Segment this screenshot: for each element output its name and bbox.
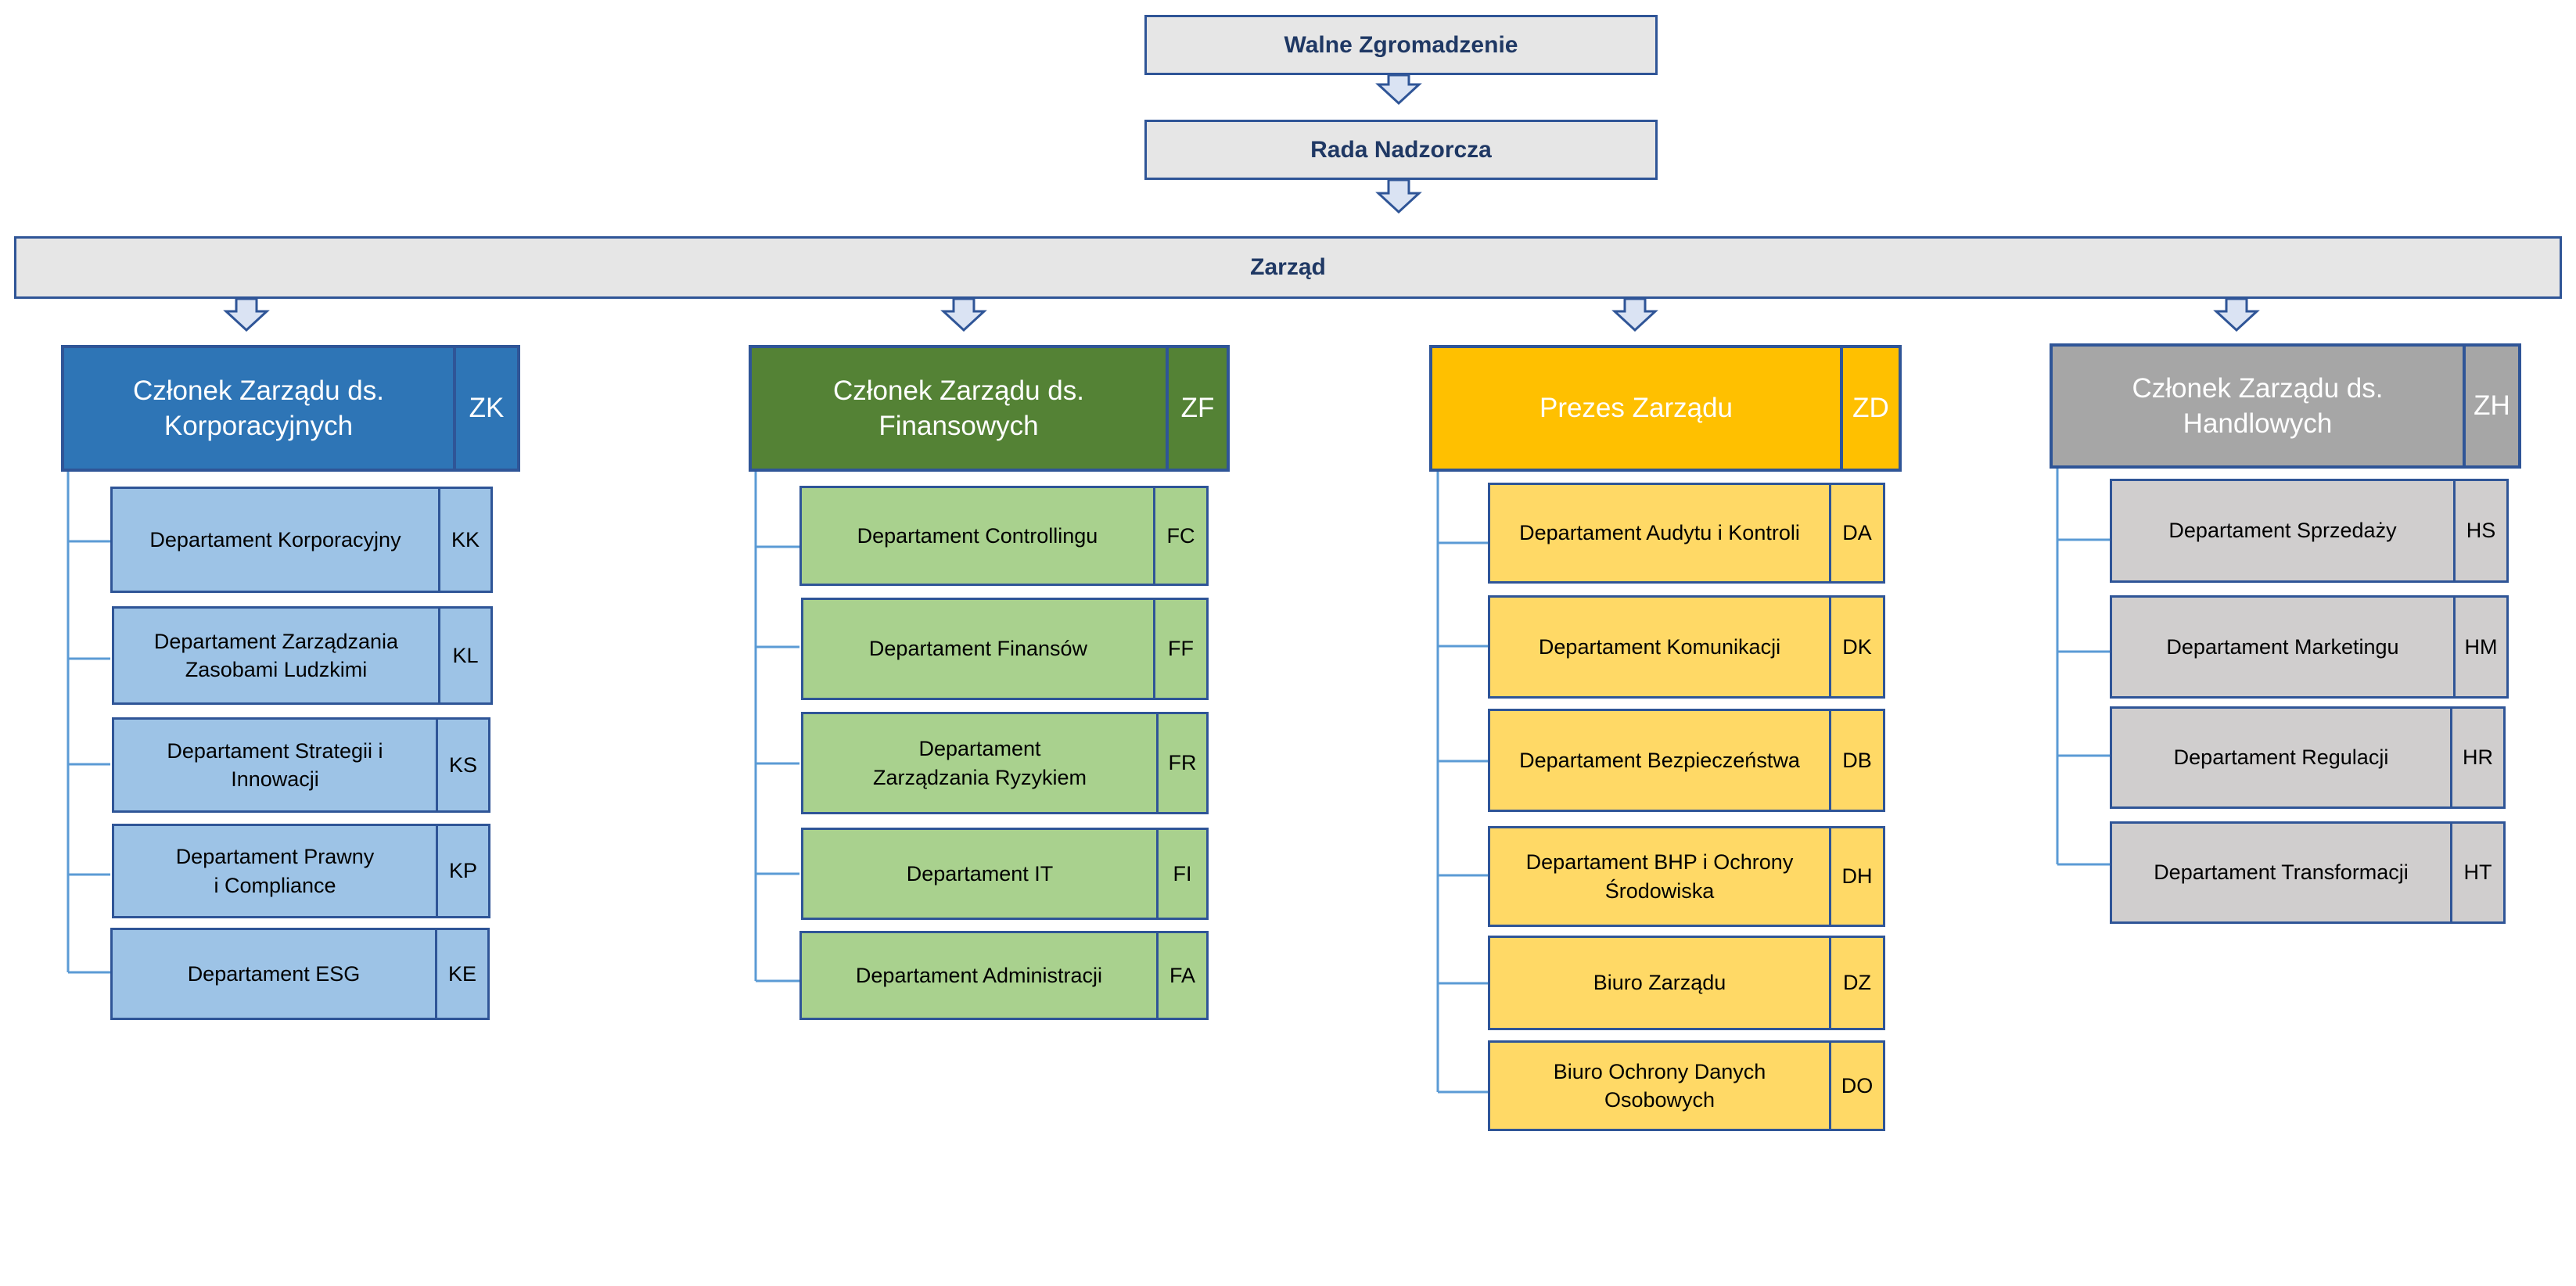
arrow-down-icon: [1611, 297, 1658, 332]
dept-code: DB: [1829, 711, 1883, 810]
dept-code: KL: [438, 609, 490, 702]
dept-label: Departament BHP i Ochrony Środowiska: [1525, 850, 1794, 903]
dept-sales-hs: Departament Sprzedaży HS: [2110, 479, 2509, 583]
dept-code: FA: [1156, 933, 1206, 1018]
dept-label: Departament Regulacji: [2173, 745, 2389, 770]
arrow-down-icon: [2213, 297, 2260, 332]
president-head-code: ZD: [1840, 348, 1899, 469]
dept-finance-fi: Departament IT FI: [801, 828, 1209, 920]
dept-label: Departament IT: [906, 861, 1054, 885]
dept-label: Departament Finansów: [868, 637, 1088, 661]
dept-label: Departament Controllingu: [857, 523, 1098, 548]
dept-label: Departament Sprzedaży: [2168, 519, 2397, 543]
dept-label: Departament Zarządzania Zasobami Ludzkim…: [153, 629, 399, 681]
dept-label: Departament Marketingu: [2166, 634, 2399, 659]
dept-sales-ht: Departament Transformacji HT: [2110, 821, 2506, 924]
president-head-box: Prezes Zarządu ZD: [1429, 345, 1902, 472]
finance-head-box: Członek Zarządu ds. Finansowych ZF: [749, 345, 1230, 472]
president-head-label: Prezes Zarządu: [1539, 393, 1734, 424]
dept-label: Biuro Ochrony Danych Osobowych: [1553, 1059, 1766, 1112]
sales-head-box: Członek Zarządu ds. Handlowych ZH: [2050, 343, 2521, 469]
sales-head-code: ZH: [2463, 347, 2518, 465]
dept-finance-fr: Departament Zarządzania Ryzykiem FR: [801, 712, 1209, 814]
finance-head-code: ZF: [1166, 348, 1227, 469]
dept-president-dk: Departament Komunikacji DK: [1488, 595, 1885, 699]
dept-label: Biuro Zarządu: [1593, 971, 1726, 995]
dept-president-dz: Biuro Zarządu DZ: [1488, 936, 1885, 1030]
dept-code: FI: [1156, 830, 1206, 918]
dept-code: DO: [1829, 1043, 1883, 1129]
supervisory-board-label: Rada Nadzorcza: [1310, 136, 1492, 163]
dept-finance-ff: Departament Finansów FF: [801, 598, 1209, 700]
dept-sales-hm: Departament Marketingu HM: [2110, 595, 2509, 699]
dept-president-da: Departament Audytu i Kontroli DA: [1488, 483, 1885, 584]
management-board-box: Zarząd: [14, 236, 2562, 299]
dept-president-dh: Departament BHP i Ochrony Środowiska DH: [1488, 826, 1885, 927]
arrow-down-icon: [1375, 74, 1422, 106]
dept-code: KK: [438, 489, 490, 591]
corporate-head-code: ZK: [453, 348, 517, 469]
supervisory-board-box: Rada Nadzorcza: [1144, 120, 1658, 180]
dept-code: FF: [1153, 600, 1206, 698]
dept-code: DZ: [1829, 938, 1883, 1028]
hierarchy-arrows: [223, 74, 2260, 332]
dept-code: KS: [436, 720, 488, 810]
dept-label: Departament Bezpieczeństwa: [1519, 748, 1800, 772]
dept-label: Departament Strategii i Innowacji: [167, 738, 383, 791]
corporate-head-box: Członek Zarządu ds. Korporacyjnych ZK: [61, 345, 520, 472]
dept-president-db: Departament Bezpieczeństwa DB: [1488, 709, 1885, 812]
dept-code: KE: [435, 930, 487, 1018]
dept-sales-hr: Departament Regulacji HR: [2110, 706, 2506, 809]
dept-corporate-kk: Departament Korporacyjny KK: [110, 487, 493, 593]
management-board-label: Zarząd: [1250, 254, 1326, 280]
dept-code: DA: [1829, 485, 1883, 581]
dept-corporate-ke: Departament ESG KE: [110, 928, 490, 1020]
general-assembly-box: Walne Zgromadzenie: [1144, 15, 1658, 75]
dept-code: DH: [1829, 828, 1883, 925]
dept-code: HS: [2453, 481, 2506, 580]
arrow-down-icon: [223, 297, 270, 332]
dept-code: HT: [2450, 824, 2503, 921]
dept-label: Departament ESG: [187, 961, 361, 986]
dept-code: FC: [1153, 488, 1206, 584]
dept-corporate-kp: Departament Prawny i Compliance KP: [112, 824, 490, 918]
dept-code: DK: [1829, 598, 1883, 696]
dept-finance-fc: Departament Controllingu FC: [799, 486, 1209, 586]
dept-code: FR: [1156, 714, 1206, 812]
general-assembly-label: Walne Zgromadzenie: [1284, 31, 1518, 58]
dept-label: Departament Komunikacji: [1538, 634, 1781, 659]
dept-label: Departament Transformacji: [2154, 860, 2409, 885]
dept-label: Departament Korporacyjny: [149, 527, 401, 551]
dept-label: Departament Audytu i Kontroli: [1519, 521, 1800, 545]
department-tree-lines: [66, 469, 2110, 1094]
dept-corporate-kl: Departament Zarządzania Zasobami Ludzkim…: [112, 606, 493, 705]
arrow-down-icon: [1375, 178, 1422, 214]
dept-code: HR: [2450, 709, 2503, 806]
dept-code: HM: [2453, 598, 2506, 696]
dept-finance-fa: Departament Administracji FA: [799, 931, 1209, 1020]
dept-label: Departament Administracji: [855, 963, 1103, 987]
dept-code: KP: [436, 826, 488, 916]
finance-head-label: Członek Zarządu ds. Finansowych: [833, 375, 1084, 442]
dept-label: Departament Zarządzania Ryzykiem: [872, 737, 1087, 789]
dept-corporate-ks: Departament Strategii i Innowacji KS: [112, 717, 490, 813]
dept-label: Departament Prawny i Compliance: [175, 845, 375, 897]
dept-president-do: Biuro Ochrony Danych Osobowych DO: [1488, 1040, 1885, 1131]
sales-head-label: Członek Zarządu ds. Handlowych: [2132, 372, 2384, 440]
arrow-down-icon: [940, 297, 987, 332]
corporate-head-label: Członek Zarządu ds. Korporacyjnych: [133, 375, 384, 442]
